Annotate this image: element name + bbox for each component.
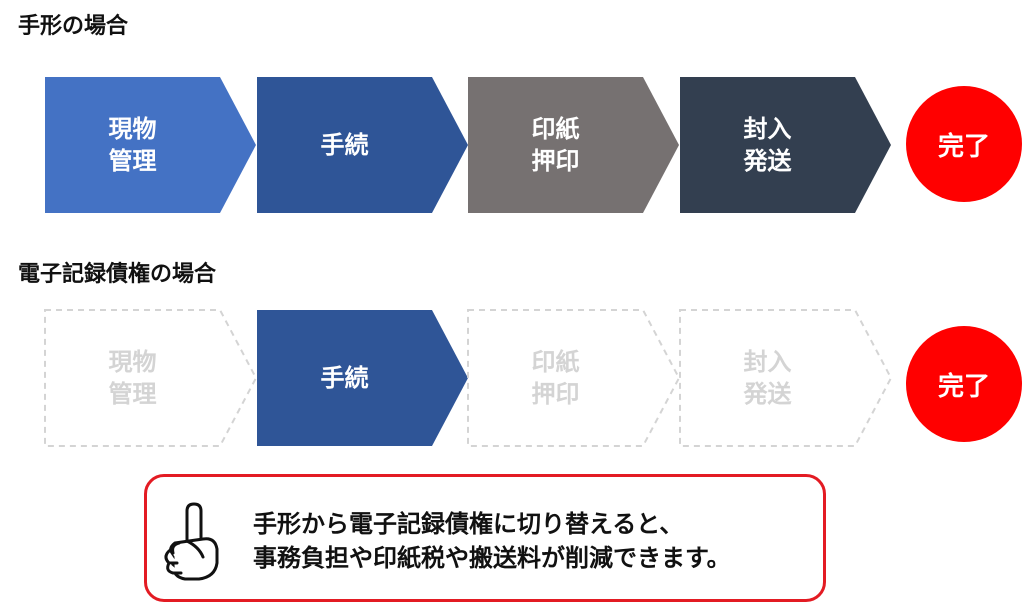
step-label-tetsuzuki: 手続 — [320, 364, 369, 392]
done-circle: 完了 — [906, 86, 1022, 202]
note-box: 手形から電子記録債権に切り替えると、 事務負担や印紙税や搬送料が削減できます。 — [144, 474, 826, 602]
done-circle: 完了 — [906, 326, 1022, 442]
step-arrow-inshi-ouin — [468, 77, 679, 213]
step-arrow-inshi-ouin — [467, 309, 681, 447]
step-label-genbutsu-kanri: 現物 管理 — [108, 348, 157, 408]
step-label-tetsuzuki: 手続 — [320, 131, 369, 159]
section-title-tegata: 手形の場合 — [18, 14, 129, 39]
step-label-fuunyu-hassou: 封入 発送 — [743, 348, 792, 408]
section-title-densai: 電子記録債権の場合 — [18, 262, 217, 287]
step-label-genbutsu-kanri: 現物 管理 — [108, 115, 157, 175]
step-label-inshi-ouin: 印紙 押印 — [531, 348, 580, 408]
step-arrow-genbutsu-kanri — [44, 309, 258, 447]
step-arrow-fuunyu-hassou — [679, 309, 893, 447]
step-arrow-tetsuzuki — [257, 77, 468, 213]
step-label-inshi-ouin: 印紙 押印 — [531, 115, 580, 175]
step-label-fuunyu-hassou: 封入 発送 — [743, 115, 792, 175]
note-text: 手形から電子記録債権に切り替えると、 事務負担や印紙税や搬送料が削減できます。 — [253, 507, 731, 575]
step-arrow-genbutsu-kanri — [45, 77, 256, 213]
step-arrow-tetsuzuki — [257, 310, 468, 446]
pointing-up-hand-icon — [164, 502, 219, 581]
step-arrow-fuunyu-hassou — [680, 77, 891, 213]
note-line-2: 事務負担や印紙税や搬送料が削減できます。 — [253, 544, 731, 572]
note-line-1: 手形から電子記録債権に切り替えると、 — [253, 510, 684, 538]
